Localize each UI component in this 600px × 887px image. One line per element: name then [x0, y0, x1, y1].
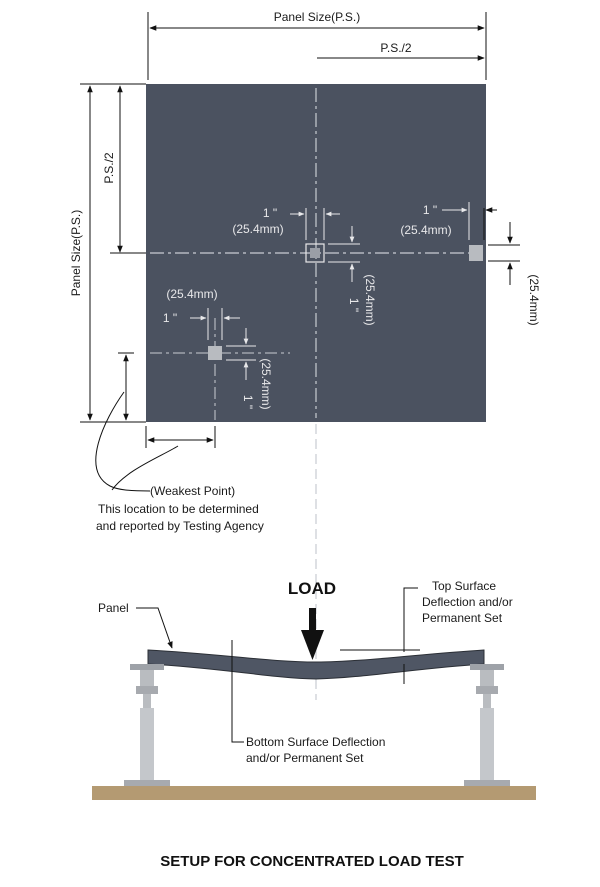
top-deflection-line1: Top Surface: [432, 579, 496, 593]
weakest-v-mm: (25.4mm): [259, 358, 273, 409]
center-v-mm: (25.4mm): [363, 274, 377, 325]
weakest-location-dimensions: [118, 352, 216, 448]
panel-size-label-left: Panel Size(P.S.): [69, 210, 83, 297]
weakest-h-inch: 1 ": [163, 311, 177, 325]
center-v-inch: 1 ": [347, 298, 361, 312]
panel-leader: [136, 607, 173, 649]
center-horizontal-dimension: 1 " (25.4mm): [232, 206, 340, 240]
panel-label: Panel: [98, 601, 129, 615]
weakest-point-leaders: [95, 391, 179, 492]
left-pedestal: [124, 664, 170, 786]
weakest-h-mm: (25.4mm): [166, 287, 217, 301]
center-vertical-dimension: 1 " (25.4mm): [328, 226, 377, 326]
load-label: LOAD: [288, 579, 336, 598]
top-deflection-line2: Deflection and/or: [422, 595, 513, 609]
edge-load-point: [469, 245, 483, 261]
load-arrow: [301, 608, 324, 660]
right-pedestal: [464, 664, 510, 786]
center-h-mm: (25.4mm): [232, 222, 283, 236]
edge-v-mm: (25.4mm): [527, 274, 541, 325]
center-h-inch: 1 ": [263, 206, 277, 220]
location-note-line1: This location to be determined: [98, 502, 259, 516]
weakest-v-inch: 1 ": [241, 395, 255, 409]
bottom-deflection-leader: [231, 700, 244, 743]
half-size-label-left: P.S./2: [102, 152, 116, 183]
top-deflection-leader: [403, 587, 418, 652]
top-panel-size-dimension: Panel Size(P.S.): [147, 8, 487, 80]
panel-size-label-top: Panel Size(P.S.): [274, 10, 361, 24]
bottom-deflection-line1: Bottom Surface Deflection: [246, 735, 385, 749]
edge-h-inch: 1 ": [423, 203, 437, 217]
weakest-vertical-dimension: 1 " (25.4mm): [226, 328, 273, 410]
weakest-point-label: (Weakest Point): [150, 484, 235, 498]
location-note-line2: and reported by Testing Agency: [96, 519, 264, 533]
top-deflection-line3: Permanent Set: [422, 611, 503, 625]
edge-h-mm: (25.4mm): [400, 223, 451, 237]
edge-horizontal-dimension: 1 " (25.4mm): [400, 202, 497, 240]
bottom-deflection-line2: and/or Permanent Set: [246, 751, 364, 765]
half-size-label-top: P.S./2: [380, 41, 411, 55]
weakest-point-marker: [150, 318, 290, 420]
left-panel-size-dimension: Panel Size(P.S.): [69, 83, 146, 423]
diagram-caption: SETUP FOR CONCENTRATED LOAD TEST: [160, 853, 464, 870]
left-half-size-dimension: P.S./2: [102, 85, 146, 254]
center-load-point: [305, 243, 325, 263]
floor-slab: [92, 786, 536, 800]
top-half-size-dimension: P.S./2: [317, 41, 485, 61]
weakest-horizontal-dimension: (25.4mm) 1 ": [163, 287, 240, 340]
edge-vertical-dimension: (25.4mm): [488, 222, 541, 326]
